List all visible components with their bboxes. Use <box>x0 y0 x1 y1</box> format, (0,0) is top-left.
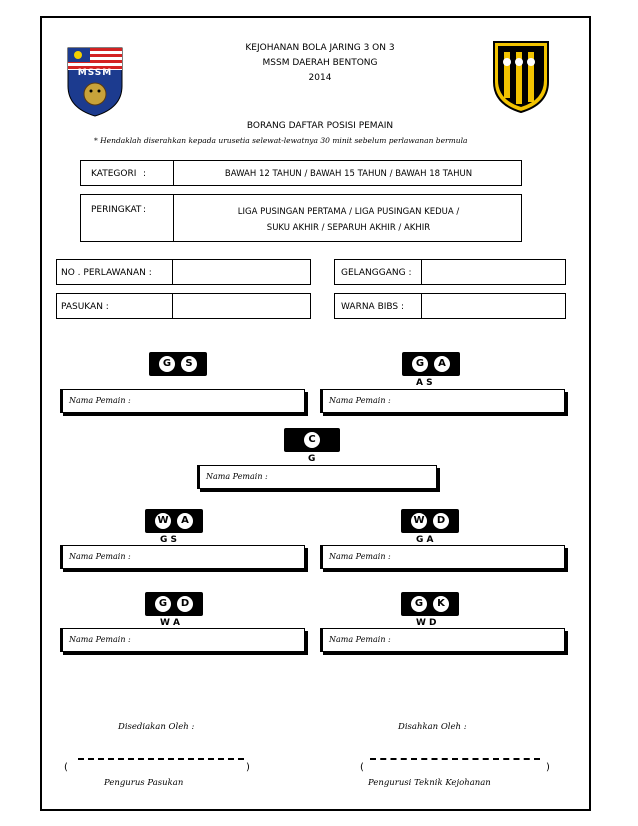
technical-chair-role: Pengurusi Teknik Kejohanan <box>368 778 491 788</box>
category-colon: : <box>143 169 147 179</box>
player-name-label: Nama Pemain : <box>329 552 391 561</box>
position-badge-gs: G S <box>149 352 207 376</box>
open-paren-left: ( <box>64 762 68 773</box>
player-name-field-c[interactable]: Nama Pemain : <box>197 465 440 490</box>
team-field[interactable]: PASUKAN : <box>56 293 311 319</box>
position-letter: A <box>434 356 450 372</box>
position-shadow-text: G A <box>416 535 434 545</box>
close-paren-left: ) <box>246 762 250 773</box>
submission-note: * Hendaklah diserahkan kepada urusetia s… <box>94 136 468 145</box>
match-no-field[interactable]: NO . PERLAWANAN : <box>56 259 311 285</box>
open-paren-right: ( <box>360 762 364 773</box>
position-badge-wa: W A <box>145 509 203 533</box>
position-shadow-text: A S <box>416 378 433 388</box>
signature-line-left[interactable] <box>78 758 244 760</box>
level-value-line-2: SUKU AKHIR / SEPARUH AKHIR / AKHIR <box>266 223 431 233</box>
signature-line-right[interactable] <box>370 758 540 760</box>
player-name-field-wa[interactable]: Nama Pemain : <box>60 545 308 570</box>
position-letter: C <box>304 432 320 448</box>
position-shadow-text: G <box>308 454 316 464</box>
position-letter: G <box>159 356 175 372</box>
category-label: KATEGORI <box>91 169 137 179</box>
player-name-label: Nama Pemain : <box>329 396 391 405</box>
bibs-field[interactable]: WARNA BIBS : <box>334 293 566 319</box>
player-name-label: Nama Pemain : <box>69 552 131 561</box>
player-name-label: Nama Pemain : <box>329 635 391 644</box>
position-badge-wd: W D <box>401 509 459 533</box>
level-value-line-1: LIGA PUSINGAN PERTAMA / LIGA PUSINGAN KE… <box>237 207 460 217</box>
player-name-field-ga[interactable]: Nama Pemain : <box>320 389 568 414</box>
position-badge-ga: G A <box>402 352 460 376</box>
position-letter: S <box>181 356 197 372</box>
close-paren-right: ) <box>546 762 550 773</box>
mssm-logo-text: MSSM <box>77 68 113 78</box>
position-shadow-text: W D <box>416 618 437 628</box>
position-letter: K <box>433 596 449 612</box>
category-row: KATEGORI : BAWAH 12 TAHUN / BAWAH 15 TAH… <box>80 160 522 186</box>
position-letter: W <box>155 513 171 529</box>
form-title: BORANG DAFTAR POSISI PEMAIN <box>246 121 394 131</box>
prepared-by-label: Disediakan Oleh : <box>118 722 195 732</box>
court-label: GELANGGANG : <box>341 268 412 278</box>
team-manager-role: Pengurus Pasukan <box>104 778 184 788</box>
court-field[interactable]: GELANGGANG : <box>334 259 566 285</box>
match-no-label: NO . PERLAWANAN : <box>61 268 152 278</box>
position-badge-gd: G D <box>145 592 203 616</box>
approved-by-label: Disahkan Oleh : <box>398 722 467 732</box>
level-label: PERINGKAT <box>91 205 142 215</box>
position-letter: G <box>155 596 171 612</box>
position-letter: W <box>411 513 427 529</box>
mssm-logo <box>67 47 123 117</box>
team-label: PASUKAN : <box>61 302 109 312</box>
header-line-1: KEJOHANAN BOLA JARING 3 ON 3 <box>245 43 395 53</box>
position-shadow-text: G S <box>160 535 178 545</box>
position-letter: G <box>411 596 427 612</box>
bibs-label: WARNA BIBS : <box>341 302 405 312</box>
position-letter: G <box>412 356 428 372</box>
level-row: PERINGKAT : LIGA PUSINGAN PERTAMA / LIGA… <box>80 194 522 242</box>
player-name-field-gk[interactable]: Nama Pemain : <box>320 628 568 653</box>
player-name-label: Nama Pemain : <box>206 472 268 481</box>
team-crest-logo <box>493 41 549 114</box>
header-line-3: 2014 <box>308 73 332 83</box>
player-name-field-gd[interactable]: Nama Pemain : <box>60 628 308 653</box>
position-badge-gk: G K <box>401 592 459 616</box>
header-line-2: MSSM DAERAH BENTONG <box>262 58 378 68</box>
player-name-label: Nama Pemain : <box>69 635 131 644</box>
position-badge-c: C <box>284 428 340 452</box>
page-border <box>40 16 591 811</box>
player-name-field-wd[interactable]: Nama Pemain : <box>320 545 568 570</box>
player-name-label: Nama Pemain : <box>69 396 131 405</box>
position-letter: A <box>177 513 193 529</box>
position-letter: D <box>433 513 449 529</box>
category-value: BAWAH 12 TAHUN / BAWAH 15 TAHUN / BAWAH … <box>224 169 473 179</box>
position-shadow-text: W A <box>160 618 181 628</box>
level-colon: : <box>143 205 147 215</box>
position-letter: D <box>177 596 193 612</box>
player-name-field-gs[interactable]: Nama Pemain : <box>60 389 308 414</box>
